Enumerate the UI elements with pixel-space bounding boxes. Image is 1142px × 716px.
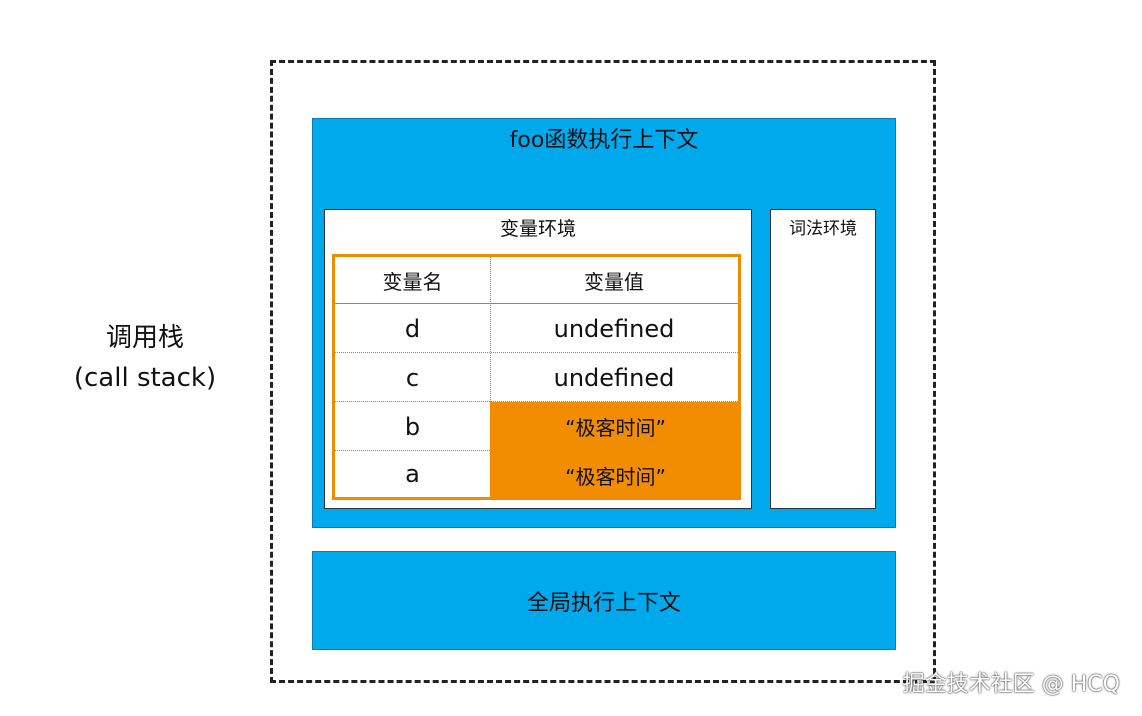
variable-value-cell-b: “极客时间”	[490, 402, 741, 451]
table-row-divider	[335, 450, 490, 451]
table-row-divider	[335, 352, 738, 353]
variable-name-cell-c: c	[405, 363, 420, 392]
lexical-environment	[770, 209, 876, 509]
call-stack-frame	[270, 60, 936, 683]
call-stack-label-en: (call stack)	[73, 363, 217, 393]
variable-name-cell-a: a	[405, 460, 420, 488]
watermark: 掘金技术社区 @ HCQ	[902, 672, 1120, 697]
call-stack-label-cn: 调用栈	[105, 323, 184, 353]
table-row-divider	[335, 401, 738, 402]
variable-table-frame	[332, 254, 741, 500]
global-execution-context: 全局执行上下文	[312, 551, 896, 650]
variable-value-cell-a: “极客时间”	[490, 451, 741, 500]
global-execution-context-title: 全局执行上下文	[526, 590, 681, 616]
variable-value-cell-c: undefined	[553, 363, 675, 392]
variable-environment-title: 变量环境	[499, 218, 576, 240]
variable-name-cell-d: d	[404, 314, 421, 343]
table-header-name: 变量名	[382, 269, 443, 294]
lexical-environment-title: 词法环境	[789, 219, 857, 239]
call-stack-label: 调用栈 (call stack)	[60, 318, 230, 398]
table-header-divider	[335, 303, 738, 304]
table-column-divider	[490, 257, 491, 402]
variable-value-cell-d: undefined	[553, 314, 675, 343]
foo-execution-context-title: foo函数执行上下文	[509, 128, 699, 153]
table-header-value: 变量值	[584, 269, 644, 294]
variable-name-cell-b: b	[404, 412, 421, 441]
